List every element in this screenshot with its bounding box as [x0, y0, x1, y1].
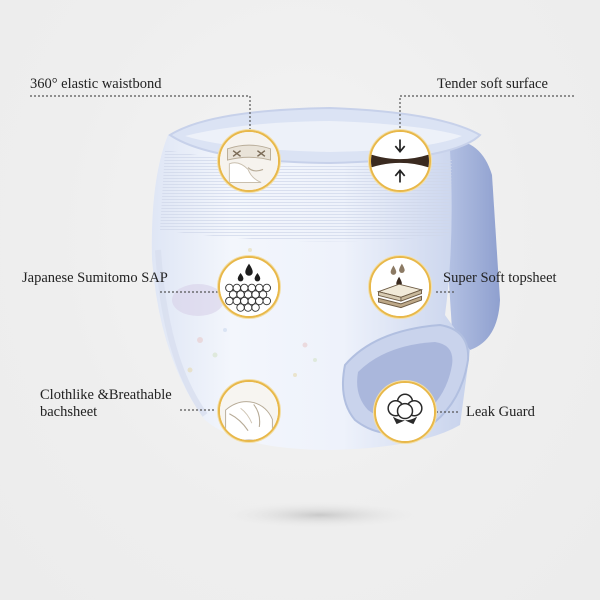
label-surface: Tender soft surface: [437, 76, 548, 92]
side-panel: [440, 139, 500, 350]
cotton-flower-icon: [374, 381, 436, 443]
label-sap: Japanese Sumitomo SAP: [22, 270, 168, 286]
label-backsheet-line2: bachsheet: [40, 404, 98, 420]
label-waistband: 360° elastic waistbond: [30, 76, 162, 92]
floor-shadow: [215, 501, 425, 529]
leader-waistband: [30, 95, 251, 140]
cloth-fold-icon: [218, 380, 280, 442]
compression-arrows-icon: [369, 130, 431, 192]
elastic-band-icon: [218, 130, 280, 192]
leader-surface: [399, 95, 575, 140]
label-leak-guard: Leak Guard: [466, 404, 535, 420]
absorbent-beads-icon: [218, 256, 280, 318]
layered-sheet-icon: [369, 256, 431, 318]
label-backsheet-line1: Clothlike &Breathable: [40, 387, 172, 403]
label-topsheet: Super Soft topsheet: [443, 270, 557, 286]
